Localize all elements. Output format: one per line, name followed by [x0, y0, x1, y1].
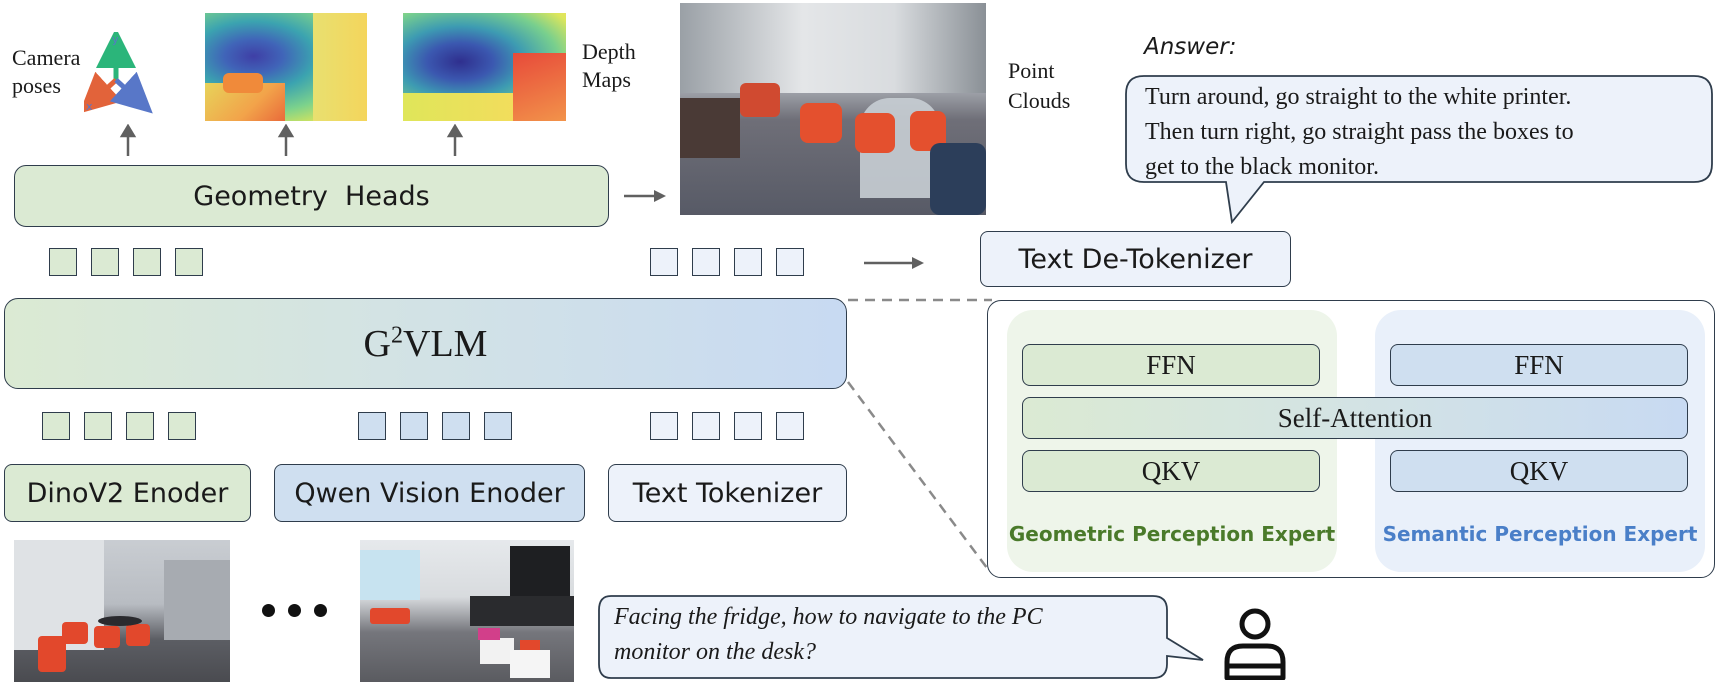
text-input-token — [776, 412, 804, 440]
geometric-expert-label: Geometric Perception Expert — [1008, 522, 1336, 546]
input-image-2 — [360, 540, 574, 682]
point-cloud-image — [680, 3, 986, 215]
semantic-qkv-box: QKV — [1390, 450, 1688, 492]
axis-z-label: z — [142, 100, 148, 113]
dino-token — [168, 412, 196, 440]
question-line-2: monitor on the desk? — [614, 639, 816, 665]
g2vlm-box: G2VLM — [4, 298, 847, 389]
qwen-token — [484, 412, 512, 440]
qwen-token — [400, 412, 428, 440]
up-arrows — [119, 124, 464, 156]
answer-bubble — [1125, 75, 1713, 224]
geometry-token — [175, 248, 203, 276]
dino-token — [126, 412, 154, 440]
text-output-token — [776, 248, 804, 276]
zoom-connector-lines — [846, 298, 992, 573]
question-text: Facing the fridge, how to navigate to th… — [614, 600, 1043, 670]
text-detokenizer-box: Text De-Tokenizer — [980, 231, 1291, 287]
geometry-token — [91, 248, 119, 276]
question-line-1: Facing the fridge, how to navigate to th… — [614, 604, 1043, 630]
geometric-qkv-box: QKV — [1022, 450, 1320, 492]
answer-line-1: Turn around, go straight to the white pr… — [1145, 84, 1572, 110]
geometry-to-pointcloud-arrow — [624, 190, 666, 202]
axis-arrows-icon: y x z — [84, 32, 153, 114]
qwen-token — [442, 412, 470, 440]
depth-maps-label: Depth Maps — [582, 39, 636, 92]
depth-map-image-1 — [205, 13, 367, 121]
semantic-expert-label: Semantic Perception Expert — [1382, 522, 1698, 546]
point-clouds-label: Point Clouds — [1008, 58, 1071, 113]
dinov2-encoder-box: DinoV2 Enoder — [4, 464, 251, 522]
answer-line-3: get to the black monitor. — [1145, 154, 1379, 180]
question-bubble — [598, 595, 1204, 679]
answer-text: Turn around, go straight to the white pr… — [1145, 80, 1574, 185]
camera-poses-label: Camera poses — [12, 45, 81, 98]
answer-title: Answer: — [1144, 34, 1237, 60]
answer-line-2: Then turn right, go straight pass the bo… — [1145, 119, 1574, 145]
model-name: G2VLM — [363, 321, 488, 365]
text-input-token — [734, 412, 762, 440]
depth-map-image-2 — [403, 13, 566, 121]
semantic-ffn-box: FFN — [1390, 344, 1688, 386]
axis-y-label: y — [112, 33, 119, 46]
ellipsis-icon — [260, 604, 330, 618]
qwen-vision-encoder-box: Qwen Vision Enoder — [274, 464, 585, 522]
geometry-token — [49, 248, 77, 276]
geometry-heads-box: Geometry Heads — [14, 165, 609, 227]
qwen-token — [358, 412, 386, 440]
dino-token — [84, 412, 112, 440]
text-input-token — [650, 412, 678, 440]
text-output-token — [734, 248, 762, 276]
dino-token — [42, 412, 70, 440]
geometric-ffn-box: FFN — [1022, 344, 1320, 386]
user-icon — [1224, 608, 1286, 680]
tokens-to-detokenizer-arrow — [864, 257, 924, 269]
text-output-token — [650, 248, 678, 276]
text-input-token — [692, 412, 720, 440]
input-image-1 — [14, 540, 230, 682]
axis-x-label: x — [86, 100, 93, 113]
text-output-token — [692, 248, 720, 276]
text-tokenizer-box: Text Tokenizer — [608, 464, 847, 522]
self-attention-box: Self-Attention — [1022, 397, 1688, 439]
geometry-token — [133, 248, 161, 276]
